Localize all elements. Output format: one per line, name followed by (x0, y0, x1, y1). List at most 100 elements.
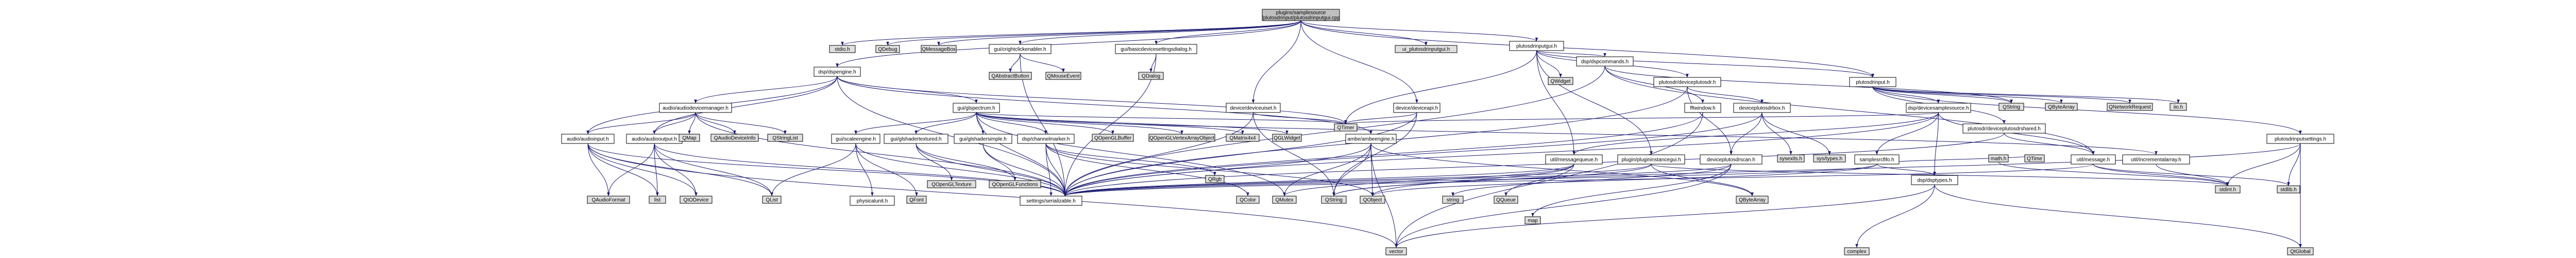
node-dsptypes[interactable]: dsp/dsptypes.h (1911, 175, 1958, 185)
include-edge-glspectrum-qopenglvao (976, 112, 1183, 135)
include-edge-inputh-settingsh (1872, 86, 2302, 135)
include-edge-ambe-exporth (1063, 143, 1371, 197)
node-msgqueue[interactable]: util/messagequeue.h (1545, 154, 1603, 165)
include-edge-glshadersimple-exporth (982, 143, 1066, 197)
node-label: plugin/plugininstancegui.h (1621, 157, 1681, 163)
include-edge-audioinput-vectorh (587, 143, 1398, 248)
include-edge-guih-qwidget (1536, 50, 1562, 78)
node-label: QString (2003, 105, 2020, 110)
node-box (2107, 103, 2153, 111)
include-edge-audiomgr-audiooutput (653, 112, 696, 135)
node-dspcmds[interactable]: dsp/dspcommands.h (1576, 56, 1634, 67)
node-devuiset[interactable]: device/deviceuiset.h (1226, 103, 1281, 113)
include-edge-root-devuiset (1251, 20, 1301, 104)
include-edge-plutoshared-exporth (1063, 133, 2005, 197)
node-dspdevsrcmsg[interactable]: dsp/devicesamplesource.h (1906, 103, 1971, 113)
node-samplesrcfifo[interactable]: samplesrcfifo.h (1854, 154, 1900, 165)
node-channelmarker[interactable]: dsp/channelmarker.h (1017, 134, 1075, 144)
node-box (1906, 103, 1971, 113)
node-utilmsgs[interactable]: util/message.h (2071, 154, 2116, 165)
node-box (1345, 134, 1397, 144)
node-qmutex: QMutex (1272, 196, 1297, 204)
node-label: QGLWidget (1274, 136, 1300, 141)
node-box (1334, 123, 1358, 132)
node-qaudiodevinfo: QAudioDeviceInfo (710, 134, 759, 142)
node-label: physicalunit.h (857, 199, 888, 204)
node-label: util/incrementalarray.h (2131, 157, 2181, 163)
node-box (1576, 56, 1634, 67)
node-label: QList (766, 198, 778, 203)
include-edge-guih-dspcmds (1536, 50, 1606, 57)
node-glscaleengine[interactable]: gui/scaleengine.h (831, 134, 880, 144)
node-devplutoscan[interactable]: deviceplutosdrscan.h (1700, 154, 1762, 165)
node-basicdlg[interactable]: gui/basicdevicesettingsdialog.h (1115, 44, 1197, 54)
node-dspengine[interactable]: dsp/dspengine.h (814, 67, 861, 77)
node-incrementalarr[interactable]: util/incrementalarray.h (2122, 154, 2190, 165)
node-settingsh[interactable]: plutosdrinputsettings.h (2266, 134, 2334, 144)
node-qopenglvao: QOpenGLVertexArrayObject (1148, 134, 1215, 142)
node-glshadertex[interactable]: gui/glshadertextured.h (884, 134, 948, 144)
node-physunit[interactable]: physicalunit.h (850, 196, 895, 206)
node-devplutoh[interactable]: plutosdr/deviceplutosdr.h (1653, 77, 1721, 87)
node-label: QIODevice (684, 198, 709, 203)
node-stdio: stdio.h (829, 45, 856, 53)
node-audiooutput[interactable]: audio/audiooutput.h (626, 134, 683, 144)
node-stdlib: stdlib.h (2277, 185, 2300, 194)
node-plugininst[interactable]: plugin/plugininstancegui.h (1617, 154, 1685, 165)
include-edge-root-crightclick (1019, 20, 1301, 45)
node-label: sys/types.h (1817, 156, 1842, 162)
node-label: plutosdrinput.h (1856, 80, 1890, 86)
node-devplutobox[interactable]: deviceplutosdrbox.h (1733, 103, 1791, 113)
node-label: gui/crightclickenabler.h (994, 47, 1046, 53)
include-edge-incrementalarr-stdint (2156, 164, 2229, 186)
include-edge-root-dspengine (836, 20, 1301, 68)
node-label: dsp/channelmarker.h (1022, 137, 1070, 142)
include-edge-plugininst-qbytearray2 (1651, 164, 1754, 197)
include-edge-audiooutput-qaudioformat (607, 143, 655, 197)
node-box (2266, 134, 2334, 144)
include-edge-guih-plugininst (1536, 50, 1653, 155)
node-label: plutosdr/deviceplutosdrshared.h (1968, 126, 2041, 132)
include-edge-glshadertex-qopengltex (916, 143, 953, 181)
include-edge-devplutoscan-vectorh (1395, 164, 1732, 248)
node-box (1393, 103, 1440, 113)
node-qtimer2: QTime (2024, 154, 2045, 163)
include-edge-dspdevsrcmsg-qtimer (1344, 112, 1939, 124)
node-guih[interactable]: plutosdrinputgui.h (1509, 41, 1564, 51)
node-qmouseevt: QMouseEvent (1045, 72, 1081, 80)
node-qaudioformat: QAudioFormat (587, 196, 630, 204)
node-qmap: QMap (679, 134, 700, 142)
include-edge-audioinput-exporth (587, 143, 1066, 197)
node-box (2277, 185, 2300, 194)
include-edge-msgqueue-exporth (1063, 164, 1574, 197)
node-plutoshared[interactable]: plutosdr/deviceplutosdrshared.h (1962, 123, 2046, 134)
node-fifwdraw[interactable]: fftwindow.h (1684, 103, 1721, 113)
node-glspectrum[interactable]: gui/glspectrum.h (953, 103, 1000, 113)
include-edge-audiomgr-audioinput (586, 112, 696, 135)
node-box (1236, 196, 1260, 204)
node-label: gui/glshadertextured.h (891, 137, 942, 142)
node-box (884, 134, 948, 144)
node-label: QFont (909, 198, 924, 203)
node-label: ambe/ambeengine.h (1347, 137, 1394, 142)
node-glshadersimple[interactable]: gui/glshadersimple.h (954, 134, 1012, 144)
node-settingsser[interactable]: settings/serializable.h (1020, 196, 1082, 206)
node-label: list (654, 198, 660, 203)
node-audioinput[interactable]: audio/audioinput.h (561, 134, 615, 144)
node-box (954, 134, 1012, 144)
node-box (1272, 196, 1297, 204)
node-label: QMouseEvent (1047, 74, 1080, 79)
node-qmatrix: QMatrix4x4 (1226, 134, 1260, 142)
node-devapi[interactable]: device/deviceapi.h (1393, 103, 1440, 113)
include-edge-channelmarker-qcolor (1045, 143, 1249, 197)
node-box (1205, 175, 1225, 183)
node-ambe[interactable]: ambe/ambeengine.h (1345, 134, 1397, 144)
include-edge-devplutobox-sysexit (1761, 112, 1792, 155)
node-audiomgr[interactable]: audio/audiodevicemanager.h (659, 103, 732, 113)
node-inputh[interactable]: plutosdrinput.h (1849, 77, 1896, 87)
node-box (1617, 154, 1685, 165)
node-label: dsp/devicesamplesource.h (1908, 106, 1969, 111)
node-box (906, 196, 927, 204)
node-qdialog: QDialog (1138, 72, 1164, 80)
node-crightclick[interactable]: gui/crightclickenabler.h (989, 44, 1052, 54)
